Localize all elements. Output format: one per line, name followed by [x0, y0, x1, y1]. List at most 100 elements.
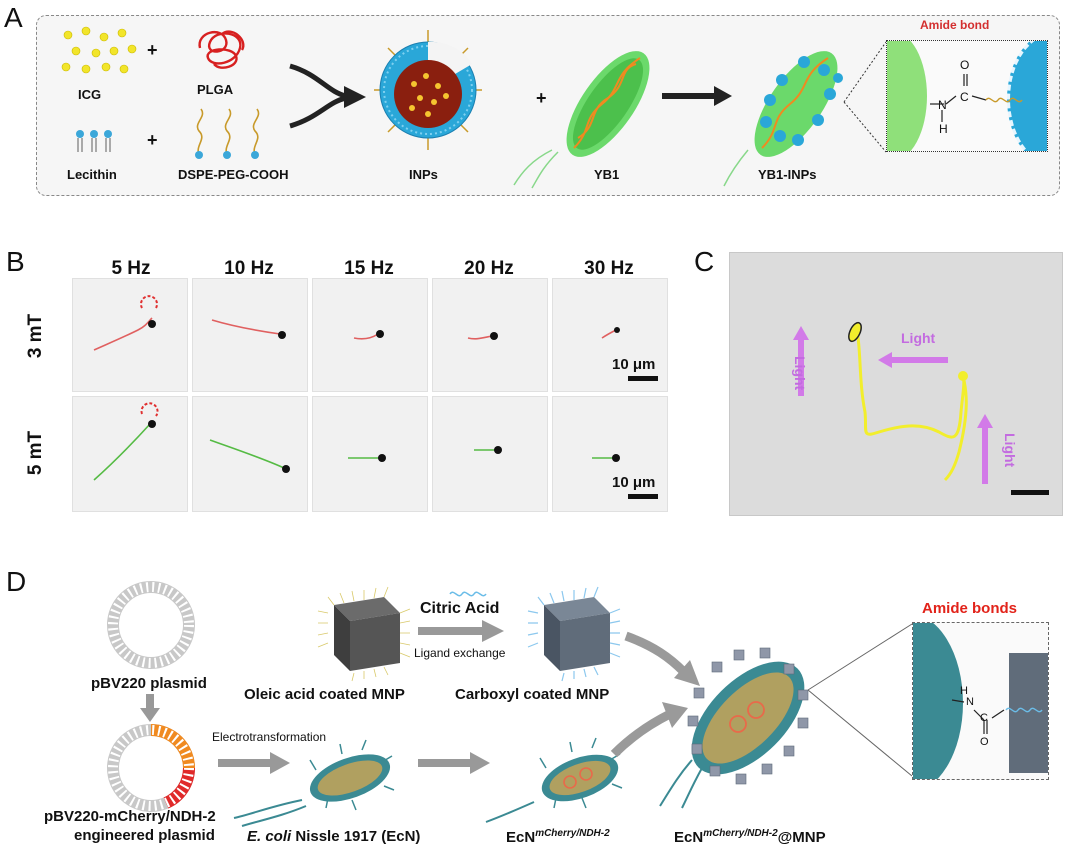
chem-o: O — [960, 58, 970, 72]
bacterium-icon — [659, 647, 809, 809]
arrow-icon — [418, 620, 504, 642]
light-arrow-icon — [793, 326, 809, 396]
arrow-icon — [610, 702, 688, 758]
plga-label: PLGA — [197, 82, 234, 97]
microscopy-cell — [72, 396, 188, 512]
plus-sign: + — [536, 88, 547, 108]
dspe-label: DSPE-PEG-COOH — [178, 167, 289, 182]
yb1-inps-icon — [723, 51, 843, 187]
panel-c-image — [729, 252, 1063, 516]
light-arrow-icon — [878, 352, 948, 368]
nanocube-icon — [527, 586, 621, 682]
plga-polymer-icon — [198, 30, 245, 69]
oleic-label: Oleic acid coated MNP — [244, 686, 405, 703]
dspe-peg-icon — [195, 108, 260, 159]
merge-arrow-icon — [289, 63, 366, 129]
freq-label: 30 Hz — [584, 258, 634, 279]
plus-sign: + — [147, 40, 158, 60]
icg-molecules-icon — [61, 26, 137, 74]
amide-bond-structure — [930, 74, 1023, 122]
ecn-mnp-suffix: @MNP — [777, 829, 826, 846]
freq-label: 15 Hz — [344, 258, 394, 279]
engineered-plasmid-icon — [107, 724, 196, 812]
microscopy-cell — [312, 396, 428, 512]
arrow-icon — [140, 694, 160, 722]
freq-label: 20 Hz — [464, 258, 514, 279]
ecn-label: EcNmCherry/NDH-2 — [506, 828, 610, 846]
panel-b-letter: B — [6, 246, 25, 277]
chem-c: C — [980, 712, 988, 724]
lecithin-icon — [76, 130, 112, 152]
light-label: Light — [901, 330, 936, 346]
microscopy-cell — [552, 278, 668, 392]
zoom-lines — [807, 623, 913, 777]
amide-bond-structure — [951, 699, 1043, 734]
trajectories-5mt — [93, 402, 620, 481]
pbv220-label: pBV220 plasmid — [91, 675, 207, 692]
trajectories-3mt — [93, 295, 620, 351]
carboxyl-label: Carboxyl coated MNP — [455, 686, 610, 703]
arrow-icon — [218, 752, 290, 774]
ecoli-rest: Nissle 1917 (EcN) — [291, 828, 421, 845]
arrow-icon — [662, 86, 732, 106]
chem-h: H — [960, 685, 968, 697]
citric-acid-icon — [449, 591, 487, 597]
amide-zoom-box — [886, 40, 1048, 152]
ecn-mnp-sup: mCherry/NDH-2 — [703, 828, 778, 839]
engineered-label-2: engineered plasmid — [74, 827, 215, 844]
scale-bar-icon — [628, 494, 658, 499]
yb1-inps-label: YB1-INPs — [758, 167, 817, 182]
yb1-bacterium-icon — [513, 51, 650, 189]
freq-label: 10 Hz — [224, 258, 274, 279]
zoom-lines — [843, 41, 887, 153]
ligand-exchange-label: Ligand exchange — [414, 646, 506, 660]
icg-label: ICG — [78, 87, 102, 102]
bacterium-icon — [233, 739, 395, 827]
amide-bond-label: Amide bond — [920, 18, 990, 32]
bacterium-icon — [485, 737, 623, 823]
chem-n: N — [966, 696, 974, 708]
electro-label: Electrotransformation — [212, 730, 327, 744]
ecn-sup: mCherry/NDH-2 — [535, 828, 610, 839]
arrow-icon — [418, 752, 490, 774]
microscopy-cell — [432, 396, 548, 512]
ecoli-label: E. coli Nissle 1917 (EcN) — [247, 828, 420, 845]
light-arrow-icon — [977, 414, 993, 484]
microscopy-cell — [312, 278, 428, 392]
scale-bar-label: 10 μm — [612, 474, 656, 491]
scale-bar-label: 10 μm — [612, 356, 656, 373]
light-label: Light — [1002, 433, 1018, 468]
panel-d-letter: D — [6, 566, 27, 597]
panel-a-letter: A — [4, 2, 23, 33]
field-label: 5 mT — [25, 430, 47, 476]
ecn-mnp-label: EcNmCherry/NDH-2@MNP — [674, 828, 826, 846]
engineered-label-1: pBV220-mCherry/NDH-2 — [44, 808, 216, 825]
scale-bar-icon — [628, 376, 658, 381]
panel-c-letter: C — [694, 246, 715, 277]
chem-h: H — [939, 122, 948, 136]
freq-label: 5 Hz — [111, 258, 151, 279]
light-trajectory — [848, 321, 968, 482]
scale-bar-icon — [1011, 490, 1049, 495]
lecithin-label: Lecithin — [67, 167, 117, 182]
ecn-base: EcN — [506, 829, 536, 846]
plasmid-ring-icon — [107, 581, 195, 669]
microscopy-cell — [192, 278, 308, 392]
ecn-mnp-base: EcN — [674, 829, 704, 846]
microscopy-cell — [552, 396, 668, 512]
yb1-label: YB1 — [594, 167, 620, 182]
inps-label: INPs — [409, 167, 438, 182]
nanocube-icon — [317, 586, 411, 682]
chem-n: N — [938, 98, 947, 112]
microscopy-cell — [432, 278, 548, 392]
inps-nanoparticle-icon — [374, 30, 482, 150]
chem-o: O — [980, 736, 989, 748]
light-label: Light — [792, 356, 808, 391]
arrow-icon — [624, 631, 700, 686]
microscopy-cell — [72, 278, 188, 392]
plus-sign: + — [147, 130, 158, 150]
amide-bonds-label: Amide bonds — [922, 600, 1018, 617]
ecoli-italic: E. coli — [247, 828, 292, 845]
citric-acid-label: Citric Acid — [420, 600, 500, 617]
field-label: 3 mT — [25, 313, 47, 359]
